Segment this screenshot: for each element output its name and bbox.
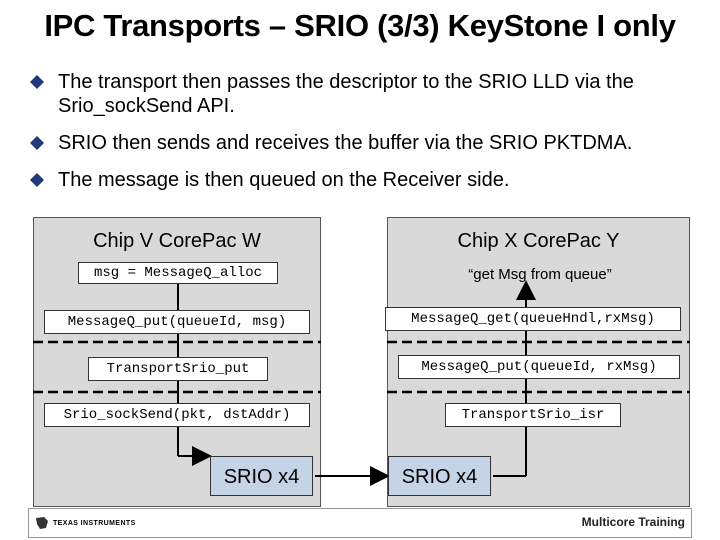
ti-logo-text: TEXAS INSTRUMENTS [53, 519, 136, 527]
messageq-put-box: MessageQ_put(queueId, msg) [44, 310, 310, 334]
ti-logo: TEXAS INSTRUMENTS [35, 516, 136, 530]
bullet-text: SRIO then sends and receives the buffer … [58, 132, 633, 154]
transport-srio-put-box: TransportSrio_put [88, 357, 268, 381]
ti-state-icon [36, 517, 48, 529]
msg-alloc-box: msg = MessageQ_alloc [78, 262, 278, 284]
bullet-list: The transport then passes the descriptor… [30, 70, 700, 205]
messageq-put-rx-box: MessageQ_put(queueId, rxMsg) [398, 355, 680, 379]
transport-srio-isr-box: TransportSrio_isr [445, 403, 621, 427]
chip-right-title: Chip X CorePac Y [457, 230, 620, 252]
bullet-diamond-icon [30, 75, 44, 89]
bullet-diamond-icon [30, 136, 44, 150]
get-msg-label: “get Msg from queue” [468, 266, 612, 283]
bullet-text: The transport then passes the descriptor… [58, 71, 634, 117]
bullet-text: The message is then queued on the Receiv… [58, 169, 510, 191]
slide-title: IPC Transports – SRIO (3/3) KeyStone I o… [44, 8, 676, 43]
bullet-diamond-icon [30, 173, 44, 187]
bullet-item: The transport then passes the descriptor… [30, 70, 700, 118]
messageq-get-box: MessageQ_get(queueHndl,rxMsg) [385, 307, 681, 331]
chip-left-title: Chip V CorePac W [93, 230, 261, 252]
slide-footer: TEXAS INSTRUMENTS Multicore Training [28, 508, 692, 538]
multicore-training-label: Multicore Training [581, 515, 685, 529]
bullet-item: SRIO then sends and receives the buffer … [30, 131, 700, 155]
srio-socksend-box: Srio_sockSend(pkt, dstAddr) [44, 403, 310, 427]
bullet-item: The message is then queued on the Receiv… [30, 168, 700, 192]
srio-x4-left: SRIO x4 [210, 456, 313, 496]
srio-x4-right: SRIO x4 [388, 456, 491, 496]
